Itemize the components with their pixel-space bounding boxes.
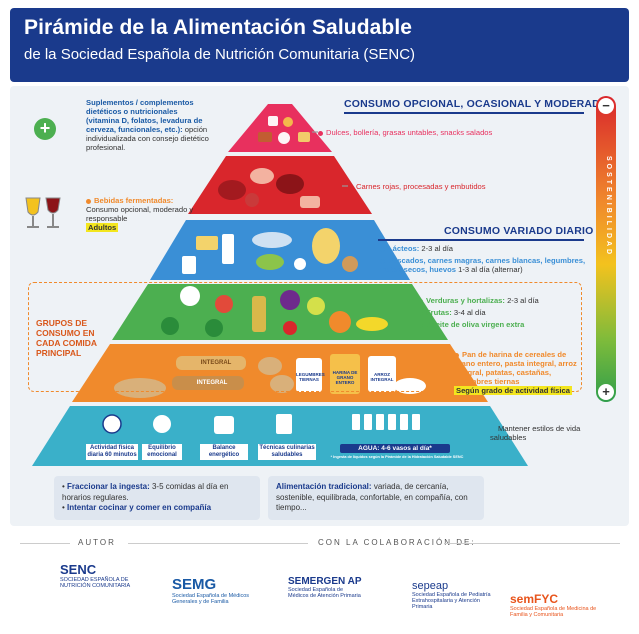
estilos-text: Mantener estilos de vida saludables <box>490 424 581 442</box>
grupos-box <box>28 282 582 392</box>
food-cereales <box>114 354 426 398</box>
food-dulces <box>258 116 310 144</box>
food-base <box>102 414 420 434</box>
base-actividad: Actividad física diaria 60 minutos <box>86 444 138 460</box>
tier-dulces <box>228 104 332 152</box>
sepeap-text: sepeap <box>412 580 449 592</box>
base-agua-note: * Ingesta de líquidos según la Pirámide … <box>330 455 464 459</box>
footer-rule-2 <box>128 543 308 544</box>
grupos-label: GRUPOS DE CONSUMO EN CADA COMIDA PRINCIP… <box>36 318 97 358</box>
frutas-title: Frutas: <box>426 308 452 317</box>
pan-note: Según grado de actividad física <box>454 386 572 395</box>
tradicional-body: variada, de cercanía, sostenible, equili… <box>276 482 468 512</box>
footer-autor: AUTOR <box>78 538 116 547</box>
note-estilos: Mantener estilos de vida saludables <box>490 424 586 442</box>
pescados-title: Pescados, carnes magras, carnes blancas,… <box>380 256 586 274</box>
logo-semg: SEMG Sociedad Española de Médicos Genera… <box>172 576 254 605</box>
logo-sepeap: sepeap Sociedad Española de Pediatría Ex… <box>412 580 496 610</box>
header: Pirámide de la Alimentación Saludable de… <box>10 8 629 82</box>
page-title: Pirámide de la Alimentación Saludable <box>24 16 413 39</box>
note-dulces: Dulces, bollería, grasas untables, snack… <box>318 128 538 137</box>
lacteos-body: 2-3 al día <box>421 244 454 253</box>
food-lacteos <box>182 228 358 274</box>
dulces-text: Dulces, bollería, grasas untables, snack… <box>326 128 493 137</box>
logo-senc: SENC SOCIEDAD ESPAÑOLA DE NUTRICIÓN COMU… <box>60 562 140 589</box>
box-fraccionar: • Fraccionar la ingesta: 3-5 comidas al … <box>54 476 260 520</box>
minus-icon: − <box>598 98 614 114</box>
bebidas-title: Bebidas fermentadas: <box>94 196 174 205</box>
carnes-text: Carnes rojas, procesadas y embutidos <box>356 182 486 191</box>
cocinar-text: Intentar cocinar y comer en compañía <box>67 503 212 512</box>
box-tradicional: Alimentación tradicional: variada, de ce… <box>268 476 484 520</box>
semg-sub: Sociedad Española de Médicos Generales y… <box>172 593 250 605</box>
plus-icon: + <box>598 384 614 400</box>
label-harina: HARINA DE GRANO ENTERO <box>332 370 358 385</box>
base-tecnicas: Técnicas culinarias saludables <box>258 444 316 460</box>
suplementos-body: opción individualizada con consejo dieté… <box>86 125 209 152</box>
label-legumbres: LEGUMBRES TIERNAS <box>296 372 325 382</box>
semergen-text: SEMERGEN AP <box>288 576 362 587</box>
rule-variado <box>378 239 584 241</box>
food-carnes <box>218 168 320 208</box>
bebidas-body: Consumo opcional, moderado y responsable <box>86 205 194 223</box>
verduras-body: 2-3 al día <box>507 296 539 305</box>
suplementos-title: Suplementos / complementos dietéticos o … <box>86 98 203 134</box>
label-integral-1: INTEGRAL <box>200 360 232 366</box>
section-variado: CONSUMO VARIADO DIARIO <box>444 225 594 237</box>
footer-colaboracion: CON LA COLABORACIÓN DE: <box>318 538 476 547</box>
label-arroz: ARROZ INTEGRAL <box>370 372 394 382</box>
pan-title: Pan de harina de cereales de grano enter… <box>454 350 577 386</box>
adultos-badge: Adultos <box>86 223 119 232</box>
note-bebidas: Bebidas fermentadas: Consumo opcional, m… <box>86 196 206 232</box>
tradicional-title: Alimentación tradicional: <box>276 482 372 491</box>
fraccionar-body: 3-5 comidas al día en horarios regulares… <box>62 482 229 502</box>
lacteos-title: Lácteos: <box>388 244 420 253</box>
base-balance: Balance energético <box>200 444 248 460</box>
sepeap-sub: Sociedad Española de Pediatría Extrahosp… <box>412 592 491 610</box>
pescados-body: 1-3 al día (alternar) <box>458 265 523 274</box>
rule-opcional <box>344 112 584 114</box>
note-aceite: Aceite de oliva virgen extra <box>418 320 578 329</box>
frutas-body: 3-4 al día <box>453 308 486 317</box>
base-equilibrio: Equilibrio emocional <box>142 444 182 460</box>
senc-sub: SOCIEDAD ESPAÑOLA DE NUTRICIÓN COMUNITAR… <box>60 577 131 589</box>
semfyc-text: semFYC <box>510 592 559 606</box>
wine-glass-icon <box>25 197 61 228</box>
semergen-sub: Sociedad Española de Médicos de Atención… <box>288 587 361 599</box>
label-integral-2: INTEGRAL <box>196 380 228 386</box>
note-lacteos: Lácteos: 2-3 al día <box>380 244 580 253</box>
fraccionar-title: Fraccionar la ingesta: <box>67 482 150 491</box>
verduras-title: Verduras y hortalizas: <box>426 296 505 305</box>
base-agua: AGUA: 4-6 vasos al día* <box>340 444 450 453</box>
aceite-title: Aceite de oliva virgen extra <box>426 320 525 329</box>
page-subtitle: de la Sociedad Española de Nutrición Com… <box>24 46 416 63</box>
note-pescados: Pescados, carnes magras, carnes blancas,… <box>380 256 590 274</box>
section-opcional: CONSUMO OPCIONAL, OCASIONAL Y MODERADO <box>344 98 609 110</box>
note-suplementos: Suplementos / complementos dietéticos o … <box>86 98 212 152</box>
sostenibilidad-label: SOSTENIBILIDAD <box>605 156 612 258</box>
note-verduras: Verduras y hortalizas: 2-3 al día <box>418 296 578 305</box>
sostenibilidad-bar: − SOSTENIBILIDAD + <box>596 96 616 402</box>
note-frutas: Frutas: 3-4 al día <box>418 308 578 317</box>
footer-rule-1 <box>20 543 70 544</box>
pill-icon: + <box>34 118 56 140</box>
note-carnes: Carnes rojas, procesadas y embutidos <box>348 182 568 191</box>
logo-semergen: SEMERGEN AP Sociedad Española de Médicos… <box>288 576 362 599</box>
footer-rule-3 <box>444 543 620 544</box>
semfyc-sub: Sociedad Española de Medicina de Familia… <box>510 606 597 618</box>
semg-text: SEMG <box>172 576 217 593</box>
note-pan: Pan de harina de cereales de grano enter… <box>454 350 582 395</box>
senc-text: SENC <box>60 562 97 577</box>
food-verduras <box>161 286 388 337</box>
logo-semfyc: semFYC Sociedad Española de Medicina de … <box>510 592 598 618</box>
